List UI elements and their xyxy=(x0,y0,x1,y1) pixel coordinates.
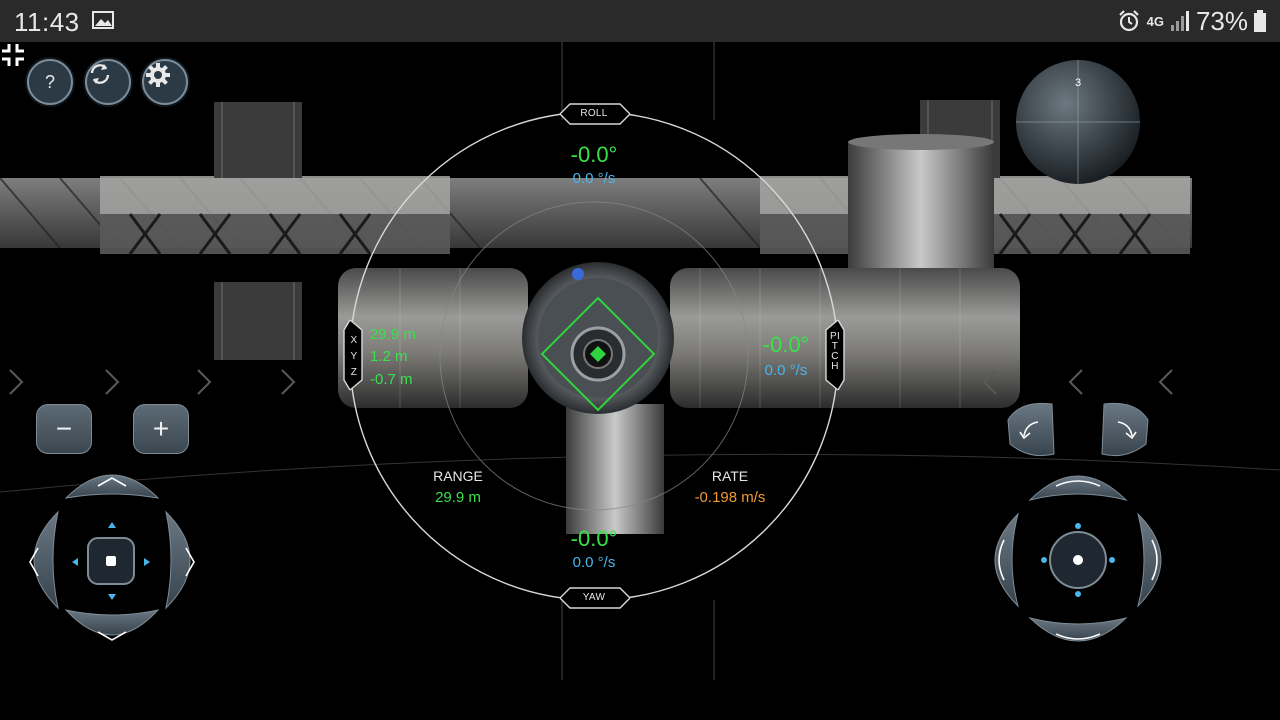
rate-value: -0.198 m/s xyxy=(694,489,766,506)
status-bar: 11:43 4G 73% xyxy=(0,0,1280,42)
gallery-icon xyxy=(92,11,114,29)
xyz-axis-y: Y xyxy=(350,351,358,362)
yaw-angle: -0.0° xyxy=(570,526,618,551)
plus-icon: + xyxy=(152,413,170,444)
yaw-label: YAW xyxy=(582,592,606,603)
exit-fullscreen-icon[interactable] xyxy=(0,42,26,68)
yaw-rate: 0.0 °/s xyxy=(572,554,616,571)
xyz-value-x: 29.9 m xyxy=(370,326,416,343)
xyz-axis-z: Z xyxy=(350,367,358,378)
range-value: 29.9 m xyxy=(435,489,481,506)
rate-label: RATE xyxy=(711,468,749,484)
alarm-icon xyxy=(1118,10,1139,32)
pitch-angle: -0.0° xyxy=(762,332,810,357)
roll-label: ROLL xyxy=(580,108,608,119)
zoom-in-button[interactable]: + xyxy=(133,404,189,454)
status-right: 4G 73% xyxy=(1117,5,1266,36)
svg-text:3: 3 xyxy=(1075,77,1081,89)
roll-angle: -0.0° xyxy=(570,142,618,167)
help-icon: ? xyxy=(44,71,55,92)
network-type: 4G xyxy=(1146,13,1164,29)
refresh-button[interactable] xyxy=(85,59,131,105)
xyz-value-y: 1.2 m xyxy=(370,348,408,365)
pitch-label: PITCH xyxy=(829,331,841,372)
status-time: 11:43 xyxy=(14,7,80,37)
signal-icon xyxy=(1170,11,1189,31)
pitch-rate: 0.0 °/s xyxy=(764,362,808,379)
range-label: RANGE xyxy=(433,468,483,484)
roll-left-button[interactable] xyxy=(1007,402,1055,457)
roll-right-button[interactable] xyxy=(1101,402,1149,457)
space-scene: 3 xyxy=(0,42,1280,720)
battery-icon xyxy=(1254,10,1266,32)
right-pad[interactable] xyxy=(994,475,1162,642)
zoom-out-button[interactable]: − xyxy=(36,404,92,454)
roll-rate: 0.0 °/s xyxy=(572,170,616,187)
battery-percent: 73% xyxy=(1195,5,1248,36)
xyz-value-z: -0.7 m xyxy=(370,371,413,388)
left-pad[interactable] xyxy=(29,474,195,641)
xyz-axis-x: X xyxy=(350,335,358,346)
refresh-icon xyxy=(90,64,110,84)
settings-button[interactable] xyxy=(142,59,188,105)
scene-graphics: 3 xyxy=(0,42,1280,680)
minus-icon: − xyxy=(55,413,73,444)
gear-icon xyxy=(146,63,170,87)
help-button[interactable]: ? xyxy=(27,59,73,105)
